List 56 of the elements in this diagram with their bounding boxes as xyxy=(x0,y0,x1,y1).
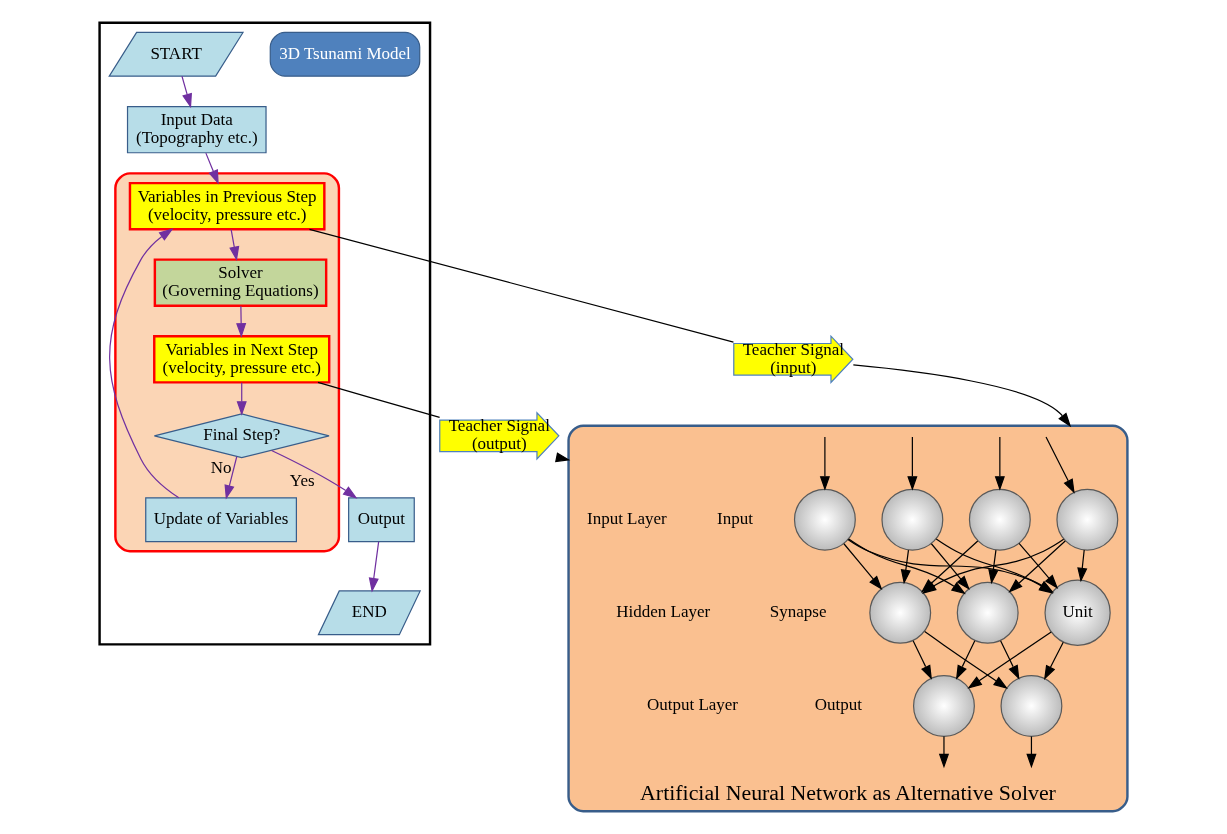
arrow xyxy=(955,640,976,680)
edge-label: Yes xyxy=(289,471,315,491)
arrow xyxy=(270,449,358,499)
arrow xyxy=(924,630,1008,689)
node-box: Solver (Governing Equations) xyxy=(153,258,328,308)
arrow xyxy=(224,456,238,500)
label: Output xyxy=(814,695,862,715)
connector xyxy=(317,381,441,419)
arrow xyxy=(229,229,240,262)
arrow xyxy=(852,364,1072,428)
arrow xyxy=(819,436,830,491)
node-circle xyxy=(1000,674,1063,737)
arrow xyxy=(900,549,911,585)
node-circle xyxy=(1056,488,1119,551)
arrow xyxy=(109,228,180,499)
arrow xyxy=(843,543,883,591)
node-diamond: Final Step? xyxy=(153,413,330,459)
arrow xyxy=(912,640,932,680)
connector xyxy=(308,228,735,343)
node-circle xyxy=(913,674,975,737)
label: Synapse xyxy=(769,602,827,622)
arrow xyxy=(1018,542,1059,589)
node-box: Output xyxy=(348,497,415,543)
arrow xyxy=(907,436,918,491)
arrow xyxy=(1000,640,1020,680)
arrow xyxy=(181,75,192,109)
node-circle xyxy=(881,488,944,551)
arrow xyxy=(1077,549,1088,583)
arrow xyxy=(368,541,380,593)
node-box: Variables in Next Step (velocity, pressure etc.) xyxy=(153,334,331,384)
arrow xyxy=(930,543,970,591)
node-box: Variables in Previous Step (velocity, pressure etc.) xyxy=(128,181,326,231)
arrow xyxy=(988,549,999,585)
arrow xyxy=(236,305,247,338)
cluster xyxy=(114,172,341,553)
arrow xyxy=(205,152,219,185)
label: Output Layer xyxy=(646,695,739,715)
edge-label: No xyxy=(210,457,232,477)
arrow xyxy=(967,631,1052,689)
cluster xyxy=(98,21,432,646)
node-box: Input Data (Topography etc.) xyxy=(126,105,267,154)
arrow xyxy=(236,382,247,416)
arrow xyxy=(1045,436,1075,494)
node-circle xyxy=(793,488,856,551)
label: Input xyxy=(717,509,753,529)
node-box: 3D Tsunami Model xyxy=(269,31,421,77)
arrow xyxy=(938,735,950,769)
node-box: Update of Variables xyxy=(145,497,297,543)
node-circle: Unit xyxy=(1044,579,1111,646)
node-circle xyxy=(956,581,1019,644)
arrow xyxy=(994,436,1005,491)
label: Input Layer xyxy=(586,509,667,529)
node-circle xyxy=(869,581,932,644)
arrow xyxy=(1044,641,1064,680)
label: Hidden Layer xyxy=(616,602,711,622)
node-circle xyxy=(968,488,1031,551)
